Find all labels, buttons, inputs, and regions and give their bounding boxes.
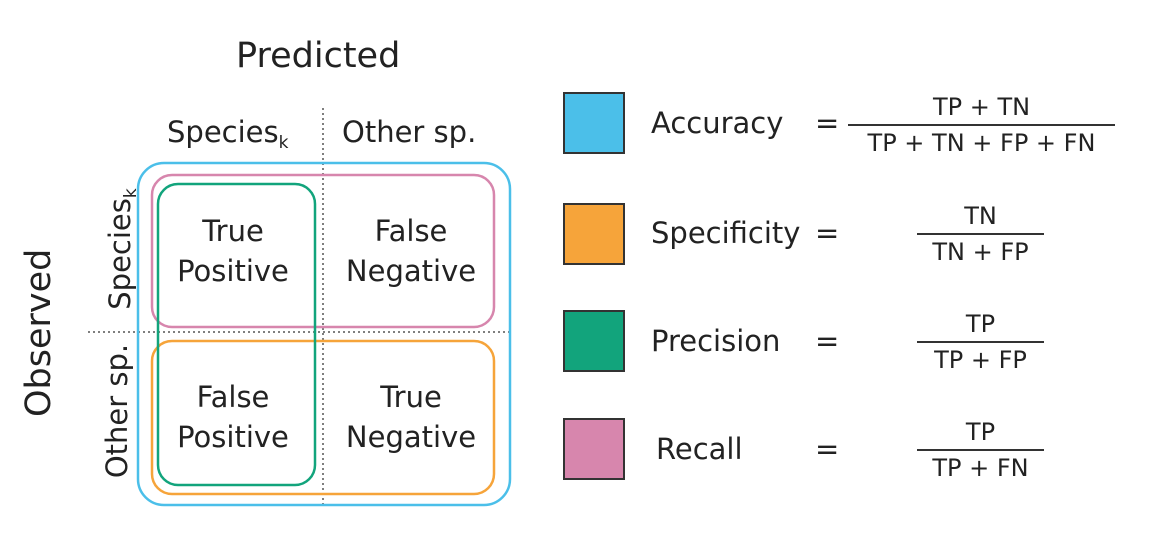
accuracy-denominator: TP + TN + FP + FN — [867, 128, 1096, 157]
col-header-species: Speciesk — [167, 115, 288, 153]
precision-fraction-bar — [917, 341, 1044, 343]
observed-label: Observed — [19, 248, 59, 417]
row-header-species-text: Species — [103, 198, 137, 310]
metric-precision-formula: TP TP + FP — [917, 310, 1044, 374]
metric-recall-name: Recall — [656, 432, 743, 466]
metric-recall-formula: TP TP + FN — [917, 418, 1044, 482]
col-header-other: Other sp. — [342, 115, 477, 149]
recall-denominator: TP + FN — [932, 453, 1029, 482]
recall-numerator: TP — [965, 418, 996, 446]
cell-true-positive: True Positive — [148, 211, 318, 291]
cell-tn-line1: True — [380, 380, 442, 414]
metric-specificity-equals: = — [815, 216, 840, 250]
col-header-species-text: Species — [167, 115, 279, 149]
specificity-denominator: TN + FP — [932, 237, 1029, 266]
metric-specificity-formula: TN TN + FP — [917, 202, 1044, 266]
metric-precision-name: Precision — [651, 324, 781, 358]
specificity-outline — [150, 339, 496, 496]
cell-tp-line1: True — [202, 214, 264, 248]
metric-precision-equals: = — [815, 324, 840, 358]
col-header-species-subscript: k — [278, 133, 289, 153]
row-header-species-subscript: k — [121, 188, 141, 199]
cell-fp-line1: False — [196, 380, 270, 414]
accuracy-fraction-bar — [848, 124, 1115, 126]
cell-false-negative: False Negative — [326, 211, 496, 291]
cell-fn-line2: Negative — [345, 254, 477, 288]
cell-fn-line1: False — [374, 214, 448, 248]
recall-swatch — [563, 418, 625, 480]
row-header-species: Speciesk — [103, 179, 141, 319]
cell-false-positive: False Positive — [148, 377, 318, 457]
precision-denominator: TP + FP — [934, 345, 1027, 374]
cell-tn-line2: Negative — [345, 420, 477, 454]
precision-outline — [156, 182, 317, 487]
recall-outline — [150, 173, 496, 329]
predicted-label: Predicted — [236, 36, 401, 76]
cell-tp-line2: Positive — [177, 254, 289, 288]
metric-accuracy-equals: = — [815, 106, 840, 140]
metric-recall-equals: = — [815, 432, 840, 466]
specificity-fraction-bar — [917, 233, 1044, 235]
row-header-other: Other sp. — [100, 343, 134, 479]
precision-numerator: TP — [965, 310, 996, 338]
accuracy-outline — [136, 161, 512, 507]
accuracy-swatch — [563, 92, 625, 154]
metric-accuracy-formula: TP + TN TP + TN + FP + FN — [848, 93, 1115, 157]
metric-accuracy-name: Accuracy — [651, 106, 784, 140]
specificity-numerator: TN — [964, 202, 997, 230]
cell-fp-line2: Positive — [177, 420, 289, 454]
recall-fraction-bar — [917, 449, 1044, 451]
metric-specificity-name: Specificity — [651, 216, 801, 250]
precision-swatch — [563, 310, 625, 372]
specificity-swatch — [563, 203, 625, 265]
cell-true-negative: True Negative — [326, 377, 496, 457]
accuracy-numerator: TP + TN — [932, 93, 1031, 121]
